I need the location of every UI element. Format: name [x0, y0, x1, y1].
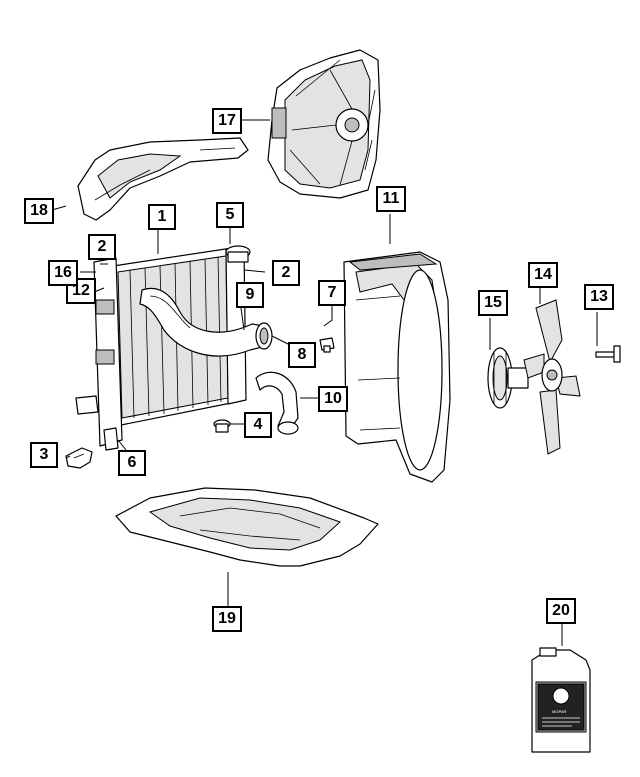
jug-brand-text: MOPAR	[552, 709, 566, 714]
callout-8: 8	[288, 342, 316, 368]
radiator-bracket	[65, 447, 93, 469]
shroud-bolt	[319, 337, 335, 353]
callout-16: 16	[48, 260, 78, 286]
lower-radiator-hose	[255, 371, 299, 435]
callout-18: 18	[24, 198, 54, 224]
callout-2: 2	[272, 260, 300, 286]
callout-15: 15	[478, 290, 508, 316]
drain-plug	[213, 419, 231, 433]
coolant-jug: MOPAR	[531, 647, 591, 753]
callout-12: 12	[66, 278, 96, 304]
callout-13: 13	[584, 284, 614, 310]
radiator-cap	[225, 245, 251, 263]
electric-fan-shroud-assembly	[267, 49, 381, 199]
callout-14: 14	[528, 262, 558, 288]
callout-19: 19	[212, 606, 242, 632]
fan-shroud	[343, 251, 451, 483]
callout-17: 17	[212, 108, 242, 134]
callout-4: 4	[244, 412, 272, 438]
fan-bolt	[595, 345, 621, 363]
callout-5: 5	[216, 202, 244, 228]
callout-1: 1	[148, 204, 176, 230]
fan-clutch	[487, 347, 529, 409]
callout-10: 10	[318, 386, 348, 412]
fan-blade	[523, 299, 581, 455]
callout-3: 3	[30, 442, 58, 468]
lower-splash-shield	[115, 487, 379, 567]
upper-radiator-hose	[139, 287, 267, 357]
hose-clamp-upper	[255, 322, 273, 350]
callout-6: 6	[118, 450, 146, 476]
callout-7: 7	[318, 280, 346, 306]
callout-2: 2	[88, 234, 116, 260]
callout-20: 20	[546, 598, 576, 624]
upper-splash-shield	[77, 137, 249, 221]
callout-9: 9	[236, 282, 264, 308]
callout-11: 11	[376, 186, 406, 212]
